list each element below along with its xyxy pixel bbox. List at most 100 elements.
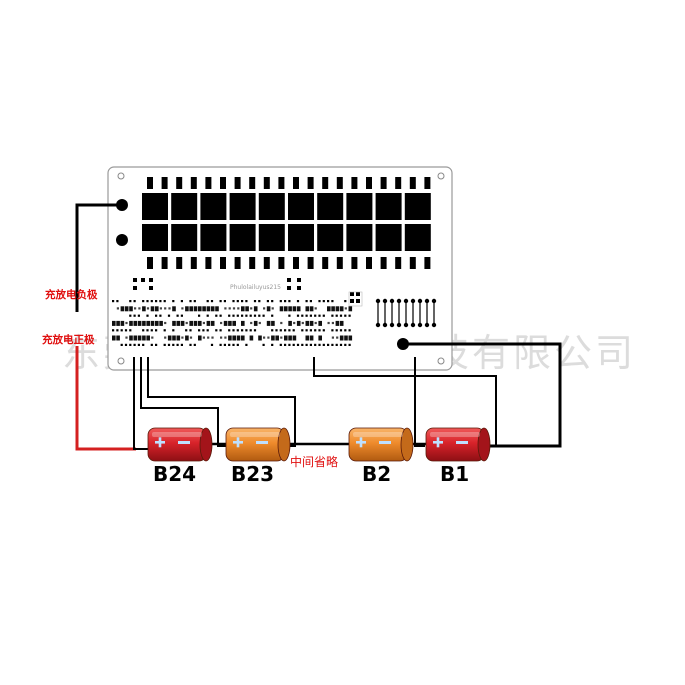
smd-dot (146, 329, 149, 332)
smd-chip (116, 320, 120, 326)
smd-dot (331, 314, 334, 317)
smd-dot (137, 314, 140, 317)
smd-part (287, 278, 291, 282)
pin-pad (380, 177, 387, 189)
pin-pad (322, 177, 329, 189)
balance-wire-b2 (313, 357, 497, 447)
smd-dot (327, 321, 330, 325)
smd-dot (150, 300, 153, 303)
smd-part (149, 278, 153, 282)
smd-chip (176, 320, 181, 326)
smd-dot (279, 329, 282, 332)
smd-dot (211, 336, 214, 339)
positive-terminal-label: 充放电正极 (42, 333, 95, 346)
smd-chip (176, 335, 181, 341)
smd-chip (305, 335, 310, 341)
smd-dot (219, 300, 222, 303)
smd-dot (280, 336, 283, 339)
minus-sign-icon (456, 441, 468, 444)
smd-chip (142, 335, 146, 341)
smd-chip (305, 306, 310, 312)
smd-dot (189, 329, 192, 332)
smd-dot (232, 307, 236, 310)
smd-dot (258, 321, 261, 325)
mosfet-chip-icon (229, 193, 256, 220)
smd-dot (262, 343, 265, 346)
smd-dot (155, 300, 158, 303)
battery-cap (477, 427, 491, 462)
mosfet-chip-icon (375, 224, 402, 251)
smd-chip (120, 306, 125, 312)
smd-chip (172, 306, 176, 312)
smd-dot (279, 343, 282, 346)
smd-dot (125, 336, 128, 339)
smd-chip (112, 335, 116, 341)
mosfet-chip-icon (288, 193, 314, 220)
battery-highlight (430, 432, 480, 437)
smd-chip (296, 320, 301, 326)
smd-dot (271, 307, 274, 310)
mosfet-chip-icon (346, 193, 373, 220)
smd-dot (228, 329, 231, 332)
mosfet-chip-icon (346, 224, 373, 251)
smd-dot (198, 329, 201, 332)
battery-label: B1 (440, 462, 469, 486)
smd-dot (220, 336, 223, 339)
smd-chip (172, 335, 176, 341)
resistor-cap (431, 298, 437, 304)
resistor-cap (424, 298, 430, 304)
resistor-cap (403, 298, 409, 304)
smd-dot (301, 329, 304, 332)
smd-dot (142, 329, 145, 332)
bms-board: Phulolailuyus215 (107, 166, 453, 371)
smd-dot (322, 329, 325, 332)
bottom-pin-row (147, 257, 431, 269)
smd-chip (279, 306, 284, 312)
pin-pad (322, 257, 329, 269)
smd-dot (219, 343, 222, 346)
smd-dot (202, 321, 205, 325)
smd-chip (116, 335, 120, 341)
smd-part (297, 278, 301, 282)
smd-chip (223, 320, 228, 326)
smd-dot (288, 314, 291, 317)
smd-part (149, 286, 153, 290)
smd-part (133, 286, 137, 290)
smd-dot (193, 343, 196, 346)
smd-dot (344, 307, 347, 310)
smd-dot (223, 343, 226, 346)
smd-chip (185, 306, 189, 312)
smd-chip (198, 320, 202, 326)
smd-dot (142, 300, 145, 303)
smd-dot (112, 300, 115, 303)
mosfet-chip-icon (171, 193, 198, 220)
pin-pad (176, 177, 183, 189)
resistor-cap (410, 298, 416, 304)
smd-dot (112, 329, 115, 332)
plus-sign-icon (236, 437, 240, 448)
smd-dot (322, 343, 325, 346)
smd-dot (176, 343, 179, 346)
battery-label: B23 (231, 462, 274, 486)
smd-dot (146, 307, 150, 310)
pin-pad (395, 177, 402, 189)
smd-dot (232, 343, 235, 346)
smd-dot (335, 329, 338, 332)
smd-chip (228, 320, 232, 326)
wiring (75, 203, 562, 451)
smd-dot (134, 307, 137, 310)
smd-dot (266, 300, 269, 303)
balance-wire-b23 (140, 357, 228, 447)
smd-dot (318, 343, 321, 346)
pin-pad (147, 257, 153, 269)
smd-chip (189, 306, 193, 312)
smd-dot (193, 300, 196, 303)
smd-dot (219, 314, 222, 317)
smd-dot (164, 307, 167, 310)
smd-chip (318, 320, 322, 326)
smd-chip (271, 335, 275, 341)
battery-cell-icon (425, 427, 491, 462)
battery-highlight (230, 432, 280, 437)
